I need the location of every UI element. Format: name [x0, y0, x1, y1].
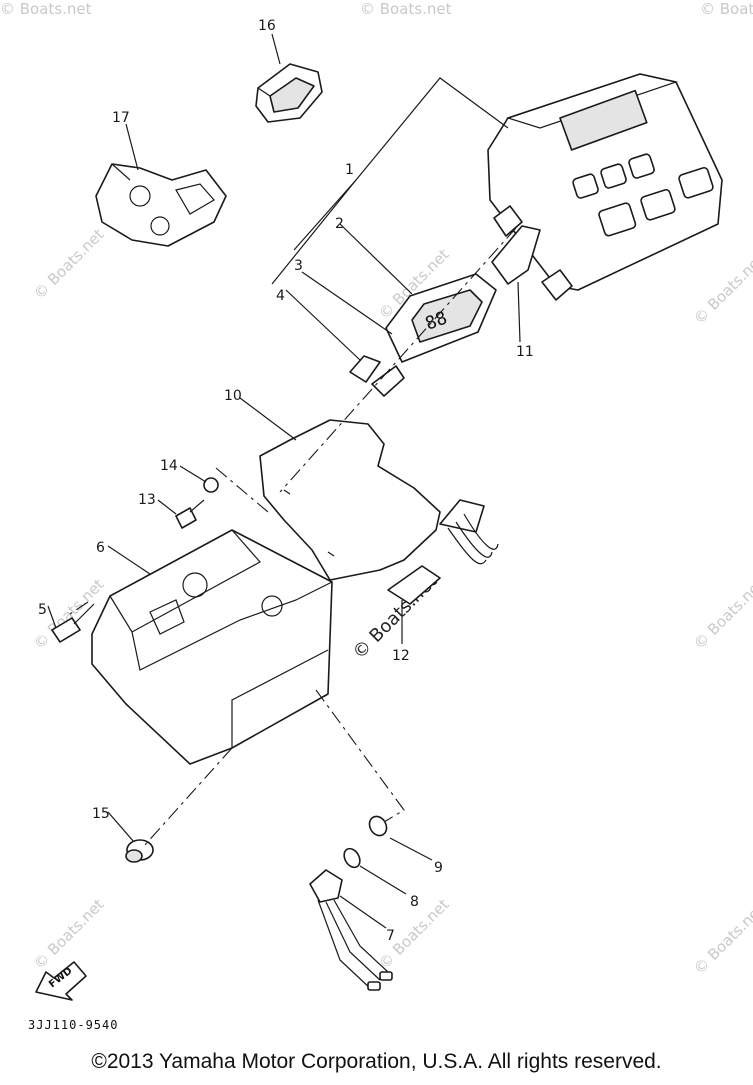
callout-13: 13	[138, 492, 156, 508]
callout-1: 1	[345, 162, 354, 178]
watermark: © Boats.net	[690, 250, 753, 328]
part-13-screw	[175, 499, 205, 529]
callout-6: 6	[96, 540, 105, 556]
watermark: © Boats.net	[360, 0, 452, 18]
part-2-lcd-display: 88	[385, 273, 497, 363]
watermark: © Boats.net	[30, 225, 108, 303]
part-15-grommet	[125, 839, 154, 863]
callout-15: 15	[92, 806, 110, 822]
meter-assembly	[487, 73, 723, 301]
watermark: © Boats.net	[690, 575, 753, 653]
watermark: © Boats.net	[700, 0, 753, 18]
part-9-cap	[368, 815, 388, 837]
callout-16: 16	[258, 18, 276, 34]
watermark: © Boats.net	[0, 0, 92, 18]
part-10-circuit-board	[259, 419, 441, 581]
part-6-housing	[91, 529, 333, 765]
part-17-bracket	[95, 163, 227, 247]
callout-14: 14	[160, 458, 178, 474]
callout-5: 5	[38, 602, 47, 618]
callout-11: 11	[516, 344, 534, 360]
callout-9: 9	[434, 860, 443, 876]
part-4-connector	[349, 355, 405, 397]
part-5-screw	[51, 603, 95, 643]
callout-17: 17	[112, 110, 130, 126]
callout-3: 3	[294, 258, 303, 274]
callout-12: 12	[392, 648, 410, 664]
part-14-nut	[203, 477, 219, 493]
assembly-lines	[69, 227, 517, 847]
callout-2: 2	[335, 216, 344, 232]
callout-7: 7	[386, 928, 395, 944]
leader-lines	[47, 33, 509, 929]
callout-8: 8	[410, 894, 419, 910]
callout-10: 10	[224, 388, 242, 404]
part-16-cap	[255, 63, 323, 123]
callout-labels: 1 2 3 4 5 6 7 8 9 10 11 12 13 14 15 16 1…	[38, 18, 534, 944]
part-11-clip	[491, 225, 541, 343]
meter-buttons	[572, 153, 714, 237]
part-12-wire-harness	[387, 499, 499, 605]
part-7-socket-wire	[309, 869, 393, 991]
part-8-bulb	[343, 847, 361, 869]
copyright-notice: ©2013 Yamaha Motor Corporation, U.S.A. A…	[91, 1050, 662, 1073]
callout-4: 4	[276, 288, 285, 304]
diagram-code: 3JJ110-9540	[28, 1018, 119, 1032]
watermark: © Boats.net	[30, 895, 108, 973]
watermark: © Boats.net	[690, 900, 753, 978]
